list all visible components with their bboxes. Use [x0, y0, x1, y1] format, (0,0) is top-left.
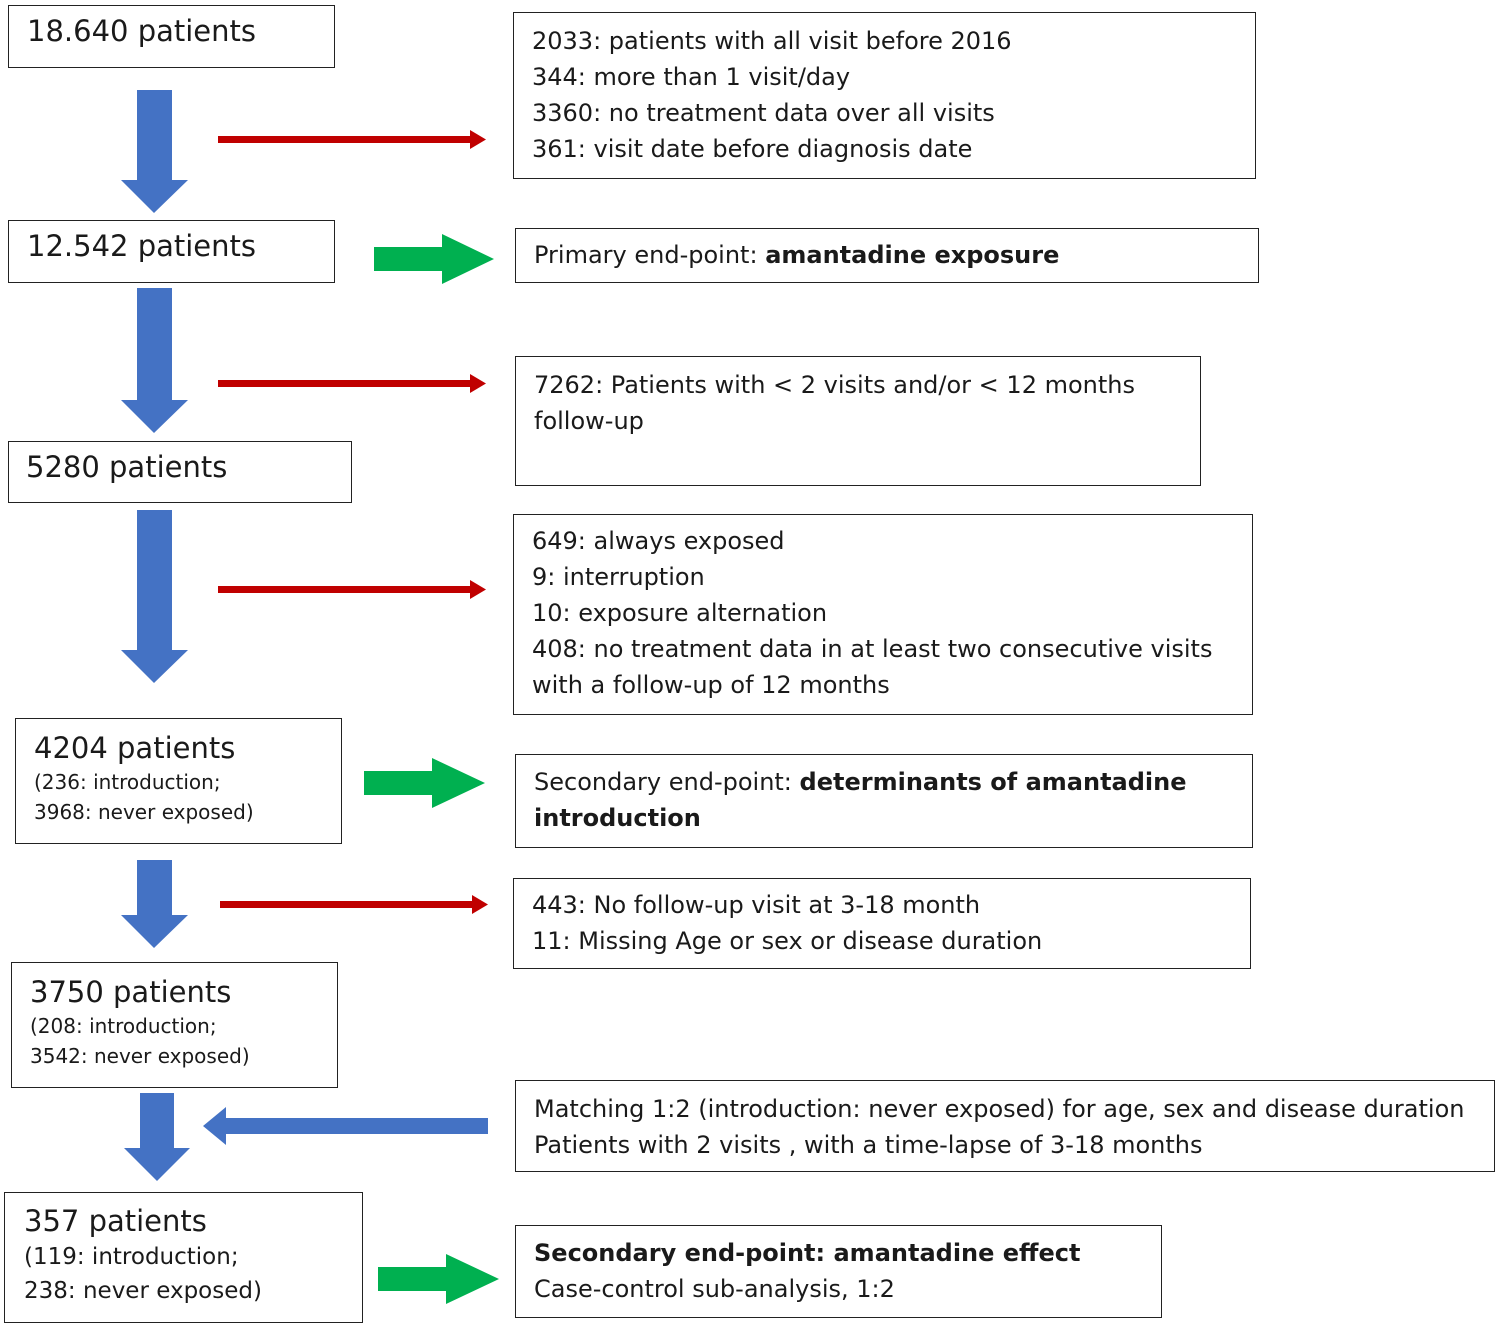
stage-breakdown-introduction: (208: introduction; [30, 1014, 217, 1038]
arrow-right-green-icon [374, 234, 494, 284]
matching-line: Patients with 2 visits , with a time-lap… [534, 1131, 1203, 1159]
secondary-endpoint-box-2: Secondary end-point: amantadine effect C… [515, 1225, 1162, 1318]
endpoint-description: Case-control sub-analysis, 1:2 [534, 1275, 895, 1303]
stage-count: 5280 patients [26, 450, 228, 484]
stage-breakdown-never-exposed: 3968: never exposed) [34, 800, 254, 824]
arrow-down-icon [121, 288, 188, 433]
stage-breakdown-never-exposed: 3542: never exposed) [30, 1044, 250, 1068]
stage-box-1: 18.640 patients [8, 5, 335, 68]
stage-box-5: 3750 patients (208: introduction; 3542: … [11, 962, 338, 1088]
exclusion-line: 443: No follow-up visit at 3-18 month [532, 891, 981, 919]
stage-count: 4204 patients [34, 731, 236, 765]
endpoint-title-continued: introduction [534, 804, 701, 832]
exclusion-box-1: 2033: patients with all visit before 201… [513, 12, 1256, 179]
arrow-right-red-icon [218, 374, 486, 393]
endpoint-title: determinants of amantadine [799, 768, 1187, 796]
exclusion-line: 361: visit date before diagnosis date [532, 135, 973, 163]
arrow-right-red-icon [218, 580, 486, 599]
stage-box-4: 4204 patients (236: introduction; 3968: … [15, 718, 342, 844]
exclusion-box-4: 443: No follow-up visit at 3-18 month 11… [513, 878, 1251, 969]
endpoint-label: Primary end-point: [534, 241, 758, 269]
arrow-right-red-icon [220, 895, 488, 914]
stage-breakdown-introduction: (119: introduction; [24, 1244, 239, 1270]
exclusion-box-3: 649: always exposed 9: interruption 10: … [513, 514, 1253, 715]
exclusion-line: follow-up [534, 407, 644, 435]
endpoint-label: Secondary end-point: [534, 768, 792, 796]
exclusion-line: 2033: patients with all visit before 201… [532, 27, 1012, 55]
matching-box: Matching 1:2 (introduction: never expose… [515, 1080, 1495, 1172]
secondary-endpoint-box-1: Secondary end-point: determinants of ama… [515, 754, 1253, 848]
primary-endpoint-box: Primary end-point: amantadine exposure [515, 228, 1259, 283]
exclusion-line: 649: always exposed [532, 527, 785, 555]
exclusion-line: 7262: Patients with < 2 visits and/or < … [534, 371, 1135, 399]
exclusion-line: 9: interruption [532, 563, 705, 591]
stage-breakdown-never-exposed: 238: never exposed) [24, 1278, 262, 1304]
exclusion-line: 344: more than 1 visit/day [532, 63, 851, 91]
stage-box-3: 5280 patients [8, 441, 352, 503]
stage-box-6: 357 patients (119: introduction; 238: ne… [4, 1192, 363, 1323]
stage-count: 357 patients [24, 1204, 207, 1238]
endpoint-title: Secondary end-point: amantadine effect [534, 1239, 1081, 1267]
arrow-right-green-icon [364, 758, 485, 808]
stage-breakdown-introduction: (236: introduction; [34, 770, 221, 794]
endpoint-title: amantadine exposure [765, 241, 1060, 269]
matching-line: Matching 1:2 (introduction: never expose… [534, 1095, 1465, 1123]
stage-count: 12.542 patients [27, 229, 256, 263]
exclusion-box-2: 7262: Patients with < 2 visits and/or < … [515, 356, 1201, 486]
exclusion-line: 3360: no treatment data over all visits [532, 99, 995, 127]
stage-count: 3750 patients [30, 975, 232, 1009]
arrow-down-icon [121, 90, 188, 213]
exclusion-line: 408: no treatment data in at least two c… [532, 635, 1213, 663]
stage-box-2: 12.542 patients [8, 220, 335, 283]
arrow-down-icon [124, 1093, 190, 1181]
arrow-left-blue-icon [203, 1107, 488, 1145]
arrow-right-green-icon [378, 1254, 499, 1304]
arrow-down-icon [121, 860, 188, 948]
exclusion-line: 11: Missing Age or sex or disease durati… [532, 927, 1043, 955]
arrow-down-icon [121, 510, 188, 683]
exclusion-line: with a follow-up of 12 months [532, 671, 890, 699]
arrow-right-red-icon [218, 130, 486, 149]
exclusion-line: 10: exposure alternation [532, 599, 828, 627]
stage-count: 18.640 patients [27, 14, 256, 48]
